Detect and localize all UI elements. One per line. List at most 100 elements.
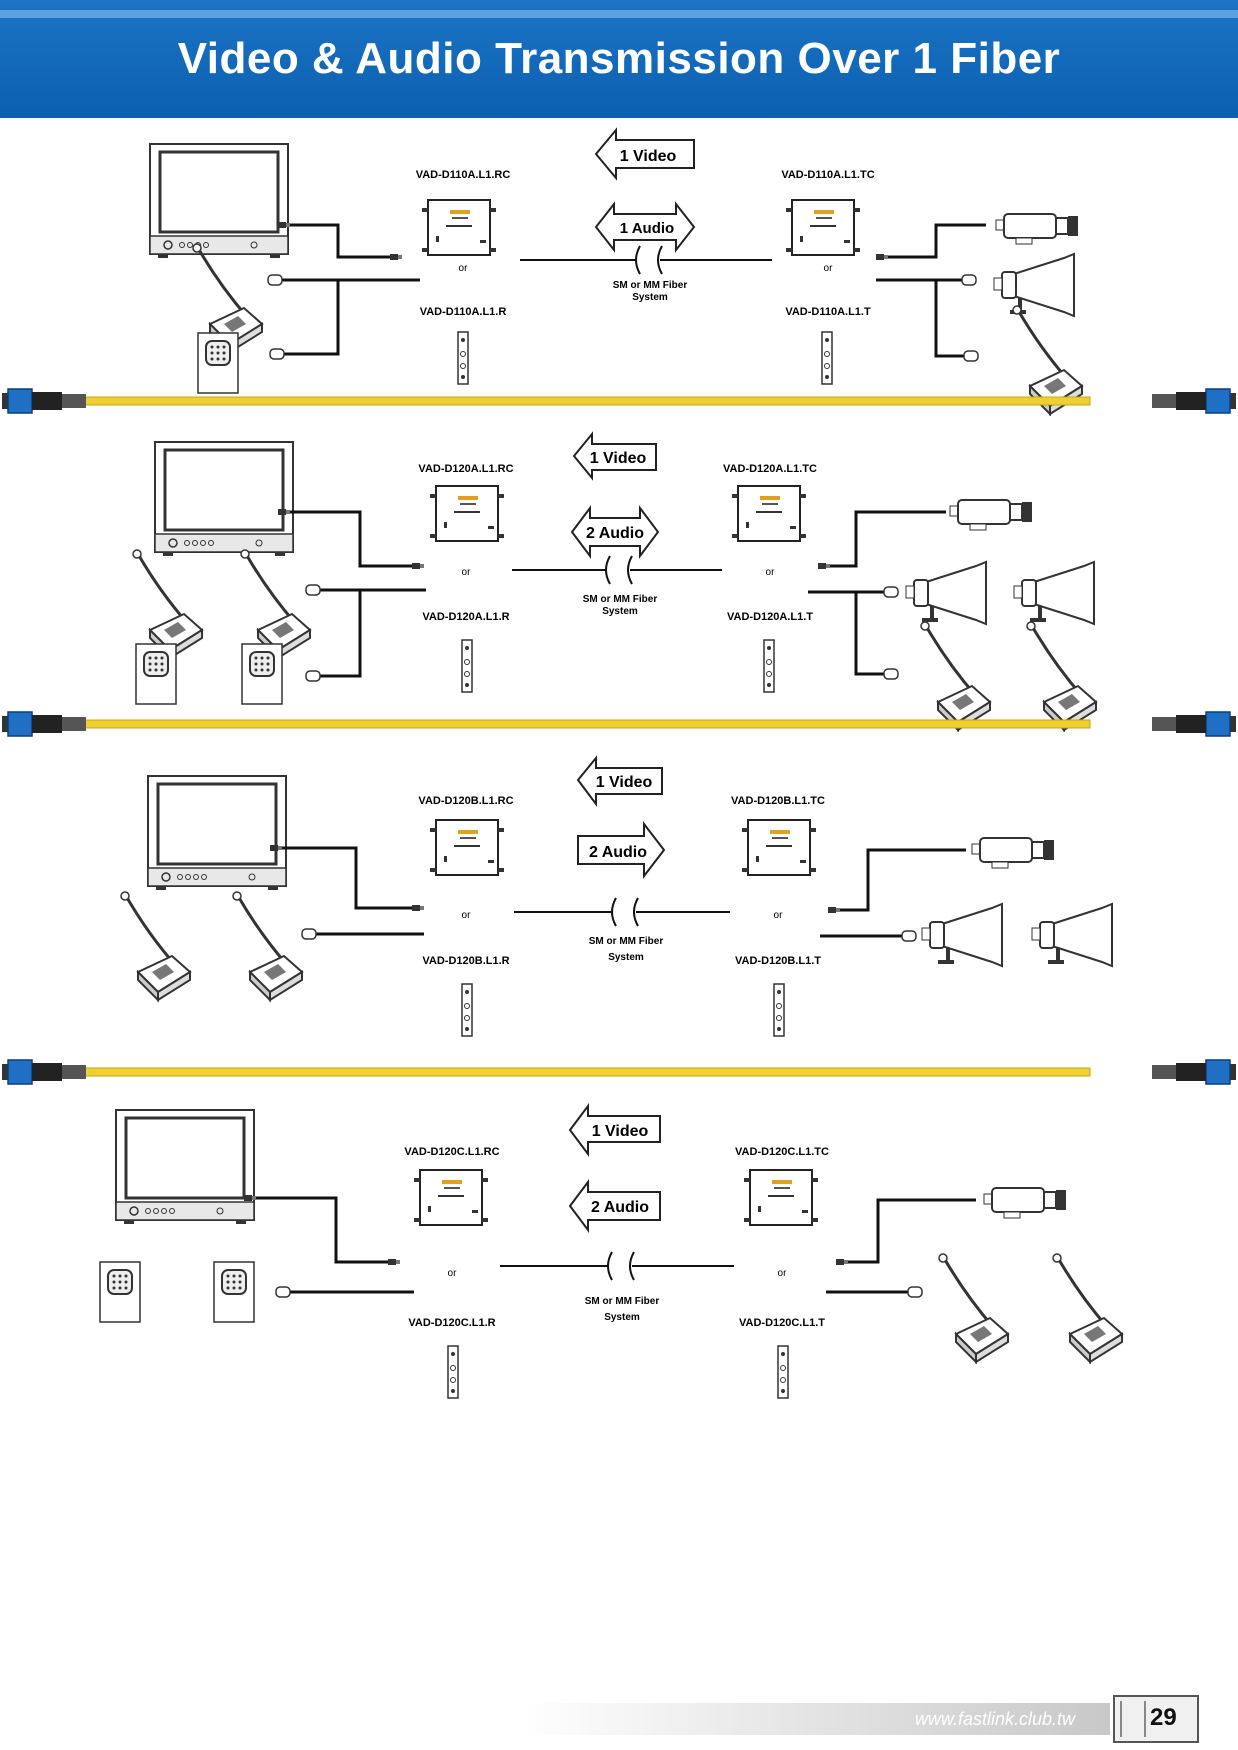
connection-diagram: VAD-D110A.L1.RC VAD-D110A.L1.R VAD-D110A… xyxy=(1,127,1237,1399)
video-arrow-label: 1 Video xyxy=(592,1123,649,1140)
header-banner: Video & Audio Transmission Over 1 Fiber xyxy=(0,0,1238,118)
receiver-model-label: VAD-D120B.L1.RC xyxy=(418,795,513,807)
receiver-card-icon xyxy=(457,331,469,385)
fiber-label: System xyxy=(632,292,668,303)
or-label: or xyxy=(824,263,834,274)
horn-speaker-icon xyxy=(905,561,987,625)
transmitter-card-model-label: VAD-D120C.L1.T xyxy=(739,1317,825,1329)
page-decoration xyxy=(1120,1701,1146,1737)
transmitter-device-icon xyxy=(731,485,807,542)
page-title: Video & Audio Transmission Over 1 Fiber xyxy=(177,34,1061,83)
header-stripe xyxy=(0,10,1238,18)
transmitter-card-model-label: VAD-D120A.L1.T xyxy=(727,611,813,623)
microphone-icon xyxy=(231,890,304,1002)
transmitter-model-label: VAD-D120A.L1.TC xyxy=(723,463,817,475)
audio-cable xyxy=(282,280,340,356)
video-direction-arrow xyxy=(572,431,657,481)
receiver-device-icon xyxy=(413,1169,489,1226)
video-cable xyxy=(290,223,390,259)
section-3: VAD-D120B.L1.RC VAD-D120B.L1.R VAD-D120B… xyxy=(119,755,1113,1037)
fiber-label: System xyxy=(608,952,644,963)
camera-icon xyxy=(983,1187,1067,1219)
audio-direction-arrow xyxy=(594,201,696,253)
transmitter-card-icon xyxy=(763,639,775,693)
camera-icon xyxy=(995,213,1079,245)
receiver-model-label: VAD-D110A.L1.RC xyxy=(416,169,511,181)
transmitter-card-model-label: VAD-D110A.L1.T xyxy=(785,306,871,318)
audio-arrow-label: 2 Audio xyxy=(591,1199,649,1216)
video-arrow-label: 1 Video xyxy=(596,774,653,791)
speaker-icon xyxy=(135,643,177,705)
transmitter-model-label: VAD-D120C.L1.TC xyxy=(735,1146,829,1158)
transmitter-device-icon xyxy=(741,819,817,876)
footer-bar xyxy=(520,1703,1110,1735)
or-label: or xyxy=(448,1268,458,1279)
or-label: or xyxy=(462,910,472,921)
microphone-icon xyxy=(1051,1252,1124,1364)
or-label: or xyxy=(778,1268,788,1279)
receiver-device-icon xyxy=(421,199,497,256)
horn-speaker-icon xyxy=(993,253,1075,317)
speaker-icon xyxy=(241,643,283,705)
audio-arrow-label: 2 Audio xyxy=(586,525,644,542)
fiber-label: System xyxy=(604,1312,640,1323)
microphone-icon xyxy=(239,548,312,660)
receiver-card-model-label: VAD-D120C.L1.R xyxy=(408,1317,495,1329)
microphone-icon xyxy=(119,890,192,1002)
monitor-icon xyxy=(114,1108,256,1226)
or-label: or xyxy=(766,567,776,578)
video-arrow-label: 1 Video xyxy=(620,148,677,165)
monitor-icon xyxy=(153,440,295,558)
section-4: VAD-D120C.L1.RC VAD-D120C.L1.R VAD-D120C… xyxy=(99,1103,1124,1399)
camera-icon xyxy=(971,837,1055,869)
receiver-card-model-label: VAD-D120A.L1.R xyxy=(422,611,509,623)
receiver-card-icon xyxy=(461,639,473,693)
horn-speaker-icon xyxy=(921,903,1003,967)
microphone-icon xyxy=(937,1252,1010,1364)
fiber-patch-cord-icon xyxy=(1,1059,1237,1085)
transmitter-card-icon xyxy=(777,1345,789,1399)
receiver-model-label: VAD-D120A.L1.RC xyxy=(418,463,513,475)
or-label: or xyxy=(462,567,472,578)
transmitter-card-icon xyxy=(773,983,785,1037)
transmitter-model-label: VAD-D110A.L1.TC xyxy=(781,169,874,181)
receiver-card-icon xyxy=(447,1345,459,1399)
camera-icon xyxy=(949,499,1033,531)
transmitter-card-model-label: VAD-D120B.L1.T xyxy=(735,955,821,967)
receiver-card-model-label: VAD-D110A.L1.R xyxy=(420,306,507,318)
speaker-icon xyxy=(213,1261,255,1323)
fiber-label: SM or MM Fiber xyxy=(613,280,688,291)
page-number-box xyxy=(1113,1695,1199,1743)
video-direction-arrow xyxy=(594,127,695,181)
video-arrow-label: 1 Video xyxy=(590,450,647,467)
transmitter-device-icon xyxy=(743,1169,819,1226)
audio-direction-arrow xyxy=(577,821,666,879)
video-direction-arrow xyxy=(568,1103,661,1157)
audio-direction-arrow xyxy=(568,1179,661,1233)
audio-arrow-label: 2 Audio xyxy=(589,844,647,861)
microphone-icon xyxy=(1025,620,1098,732)
audio-arrow-label: 1 Audio xyxy=(620,220,674,237)
section-2: VAD-D120A.L1.RC VAD-D120A.L1.R VAD-D120A… xyxy=(131,431,1098,732)
speaker-icon xyxy=(99,1261,141,1323)
monitor-icon xyxy=(146,774,288,892)
receiver-card-icon xyxy=(461,983,473,1037)
transmitter-device-icon xyxy=(785,199,861,256)
audio-direction-arrow xyxy=(570,505,660,559)
microphone-icon xyxy=(919,620,992,732)
horn-speaker-icon xyxy=(1013,561,1095,625)
page-number: 29 xyxy=(1150,1704,1177,1731)
monitor-icon xyxy=(148,142,290,260)
transmitter-model-label: VAD-D120B.L1.TC xyxy=(731,795,825,807)
or-label: or xyxy=(774,910,784,921)
horn-speaker-icon xyxy=(1031,903,1113,967)
receiver-card-model-label: VAD-D120B.L1.R xyxy=(422,955,509,967)
fiber-label: System xyxy=(602,606,638,617)
microphone-icon xyxy=(131,548,204,660)
or-label: or xyxy=(459,263,469,274)
fiber-label: SM or MM Fiber xyxy=(589,936,664,947)
receiver-model-label: VAD-D120C.L1.RC xyxy=(404,1146,499,1158)
footer-url: www.fastlink.club.tw xyxy=(914,1709,1075,1729)
speaker-icon xyxy=(197,332,239,394)
fiber-label: SM or MM Fiber xyxy=(585,1296,660,1307)
